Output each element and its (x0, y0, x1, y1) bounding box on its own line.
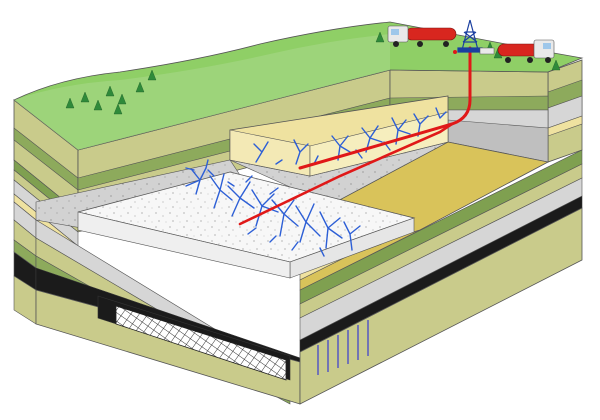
ground-surface (13, 21, 584, 151)
wellbore (238, 46, 472, 226)
tanker-truck-icon (387, 25, 457, 47)
tanker-truck-icon (497, 39, 555, 63)
front-face-strata (35, 219, 301, 405)
equipment (453, 47, 495, 55)
